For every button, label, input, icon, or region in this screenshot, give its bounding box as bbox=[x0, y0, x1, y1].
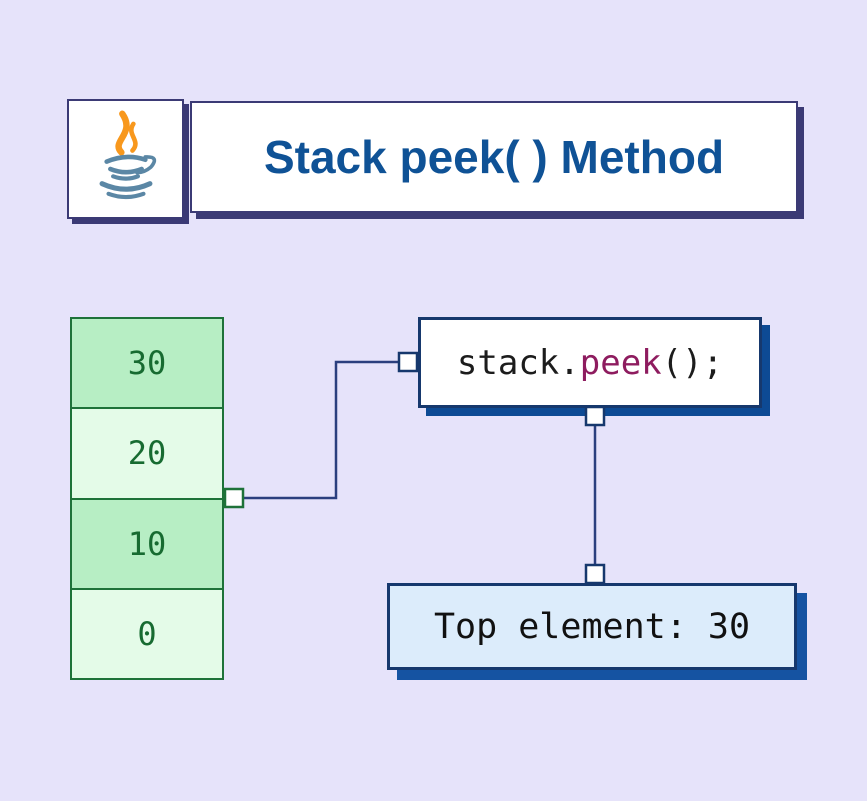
stack-cell: 10 bbox=[72, 499, 222, 590]
result-text: Top element: 30 bbox=[433, 606, 751, 647]
code-object: stack. bbox=[456, 342, 580, 383]
code-args: (); bbox=[661, 342, 724, 383]
result-box: Top element: 30 bbox=[387, 583, 797, 670]
connector-node-result-top bbox=[584, 563, 606, 585]
title-banner: Stack peek( ) Method bbox=[190, 101, 798, 213]
connector-stack-to-code bbox=[234, 360, 400, 500]
java-logo-icon bbox=[80, 105, 172, 214]
page-title: Stack peek( ) Method bbox=[263, 131, 725, 183]
stack-cell: 30 bbox=[72, 319, 222, 410]
stack-cell-value: 20 bbox=[127, 434, 167, 473]
connector-node-code-left bbox=[397, 351, 419, 373]
code-box: stack.peek(); bbox=[418, 317, 762, 408]
stack-cell: 0 bbox=[72, 589, 222, 678]
stack-visualization: 30 20 10 0 bbox=[70, 317, 224, 680]
connector-node-stack bbox=[223, 487, 245, 509]
code-method: peek bbox=[579, 342, 662, 383]
java-logo-badge bbox=[67, 99, 184, 219]
stack-cell-value: 10 bbox=[127, 524, 167, 563]
stack-cell-value: 30 bbox=[127, 344, 167, 383]
connector-node-code-bottom bbox=[584, 405, 606, 427]
stack-cell-value: 0 bbox=[137, 614, 157, 653]
stack-cell: 20 bbox=[72, 409, 222, 500]
